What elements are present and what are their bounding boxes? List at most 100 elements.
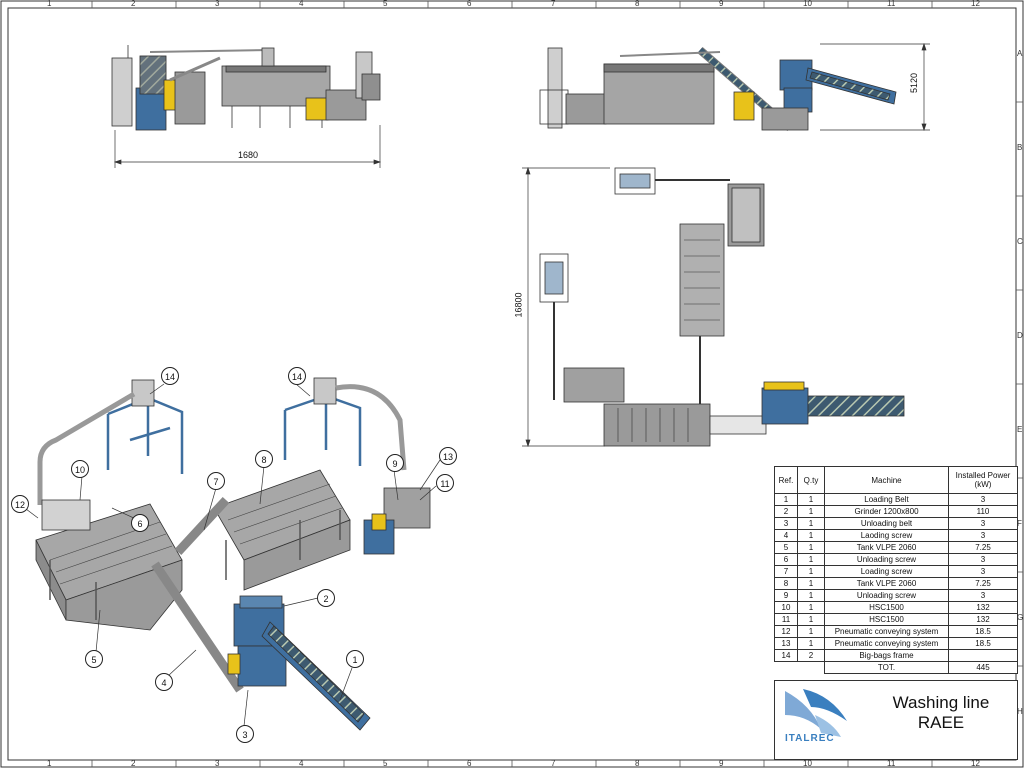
bom-header-row: Ref. Q.ty Machine Installed Power (kW) — [774, 466, 1018, 494]
bom-cell-ref: 14 — [774, 649, 798, 662]
bom-total-label: TOT. — [824, 661, 949, 674]
zone-column-label: 5 — [383, 0, 388, 8]
callout-3: 3 — [236, 725, 254, 743]
bom-cell-ref: 10 — [774, 601, 798, 614]
zone-column-label: 11 — [887, 759, 896, 768]
callout-13: 13 — [439, 447, 457, 465]
bom-cell-ref: 5 — [774, 541, 798, 554]
bom-cell-qty: 1 — [797, 541, 825, 554]
dimension-text-plan-length: 16800 — [513, 292, 524, 318]
zone-column-label: 3 — [215, 759, 220, 768]
bom-cell-qty: 2 — [797, 649, 825, 662]
bom-cell-power: 3 — [948, 589, 1018, 602]
bom-cell-qty: 1 — [797, 601, 825, 614]
zone-column-label: 3 — [215, 0, 220, 8]
callout-14b: 14 — [288, 367, 306, 385]
bom-cell-qty: 1 — [797, 625, 825, 638]
callout-4: 4 — [155, 673, 173, 691]
bom-cell-power — [948, 649, 1018, 662]
bom-cell-qty: 1 — [797, 565, 825, 578]
bom-cell-machine: Laoding screw — [824, 529, 949, 542]
zone-column-label: 10 — [803, 759, 812, 768]
bom-cell-ref: 6 — [774, 553, 798, 566]
callout-7: 7 — [207, 472, 225, 490]
bom-cell-machine: Tank VLPE 2060 — [824, 577, 949, 590]
callout-9: 9 — [386, 454, 404, 472]
side-elevation-view — [111, 45, 381, 131]
bom-cell-power: 7.25 — [948, 577, 1018, 590]
bom-cell-ref: 4 — [774, 529, 798, 542]
bom-cell-machine: HSC1500 — [824, 613, 949, 626]
dimension-5120 — [820, 42, 930, 132]
bom-cell-power: 3 — [948, 529, 1018, 542]
bom-cell-ref: 13 — [774, 637, 798, 650]
bom-cell-ref: 3 — [774, 517, 798, 530]
bom-cell-qty: 1 — [797, 589, 825, 602]
zone-column-label: 1 — [47, 0, 52, 8]
bom-cell-qty: 1 — [797, 517, 825, 530]
bom-total-row: TOT. 445 — [775, 661, 1018, 674]
zone-row-label: B — [1017, 143, 1023, 152]
bom-cell-machine: Loading Belt — [824, 493, 949, 506]
zone-row-label: G — [1017, 613, 1024, 622]
callout-1: 1 — [346, 650, 364, 668]
bom-cell-qty: 1 — [797, 637, 825, 650]
logo-wordmark: ITALREC — [785, 733, 835, 744]
bill-of-materials-table: Ref. Q.ty Machine Installed Power (kW) 1… — [774, 466, 1018, 674]
callout-6: 6 — [131, 514, 149, 532]
bom-cell-machine: Unloading screw — [824, 589, 949, 602]
bom-cell-power: 110 — [948, 505, 1018, 518]
zone-column-label: 8 — [635, 759, 640, 768]
bom-cell-ref: 8 — [774, 577, 798, 590]
bom-cell-power: 3 — [948, 517, 1018, 530]
dimension-16800 — [522, 166, 610, 448]
zone-column-label: 12 — [971, 0, 980, 8]
zone-row-label: A — [1017, 49, 1023, 58]
bom-cell-power: 18.5 — [948, 637, 1018, 650]
dimension-text-side-length: 1680 — [238, 150, 259, 160]
title-block: ITALREC Washing line RAEE — [774, 680, 1018, 760]
bom-cell-machine: Loading screw — [824, 565, 949, 578]
zone-row-label: E — [1017, 425, 1023, 434]
callout-12: 12 — [11, 495, 29, 513]
zone-column-label: 4 — [299, 0, 304, 8]
bom-cell-machine: Pneumatic conveying system — [824, 637, 949, 650]
zone-row-label: C — [1017, 237, 1023, 246]
bom-header-power: Installed Power (kW) — [948, 466, 1018, 494]
front-elevation-view — [539, 46, 897, 132]
bom-header-qty: Q.ty — [797, 466, 825, 494]
bom-cell-ref: 7 — [774, 565, 798, 578]
dimension-text-side-height: 5120 — [909, 72, 920, 94]
isometric-view — [35, 377, 431, 731]
drawing-title: Washing line RAEE — [871, 693, 1011, 733]
callout-14a: 14 — [161, 367, 179, 385]
bom-header-machine: Machine — [824, 466, 949, 494]
zone-column-label: 2 — [131, 0, 136, 8]
bom-header-ref: Ref. — [774, 466, 798, 494]
zone-column-label: 11 — [887, 0, 896, 8]
bom-cell-qty: 1 — [797, 505, 825, 518]
bom-cell-ref: 2 — [774, 505, 798, 518]
zone-row-label: D — [1017, 331, 1023, 340]
bom-cell-qty: 1 — [797, 577, 825, 590]
zone-column-label: 2 — [131, 759, 136, 768]
zone-column-label: 10 — [803, 0, 812, 8]
bom-cell-qty: 1 — [797, 613, 825, 626]
zone-column-label: 7 — [551, 0, 556, 8]
callout-2: 2 — [317, 589, 335, 607]
zone-column-label: 1 — [47, 759, 52, 768]
zone-column-label: 6 — [467, 0, 472, 8]
bom-cell-ref: 12 — [774, 625, 798, 638]
